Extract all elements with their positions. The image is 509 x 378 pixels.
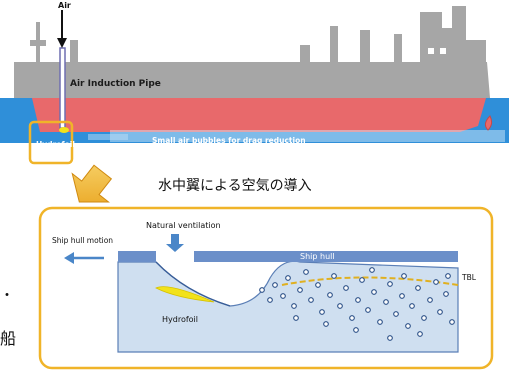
hull-right-block	[194, 251, 458, 262]
side-ship-char: 船	[0, 329, 16, 348]
motion-arrow-head	[64, 252, 74, 264]
detail-panel: Natural ventilation Ship hull motion Shi…	[38, 206, 494, 370]
side-dot: ・	[0, 288, 14, 304]
tbl-label: TBL	[461, 273, 477, 282]
air-arrow-head	[57, 38, 67, 48]
ship-upper-hull	[14, 62, 490, 98]
air-label: Air	[58, 1, 71, 10]
bubble-stream	[88, 130, 505, 142]
caption: 水中翼による空気の導入	[158, 178, 312, 194]
hydrofoil-small	[59, 127, 69, 133]
ventilation-label: Natural ventilation	[146, 221, 221, 230]
hull-left-block	[118, 251, 156, 262]
propeller-icon	[484, 115, 493, 131]
hull-label: Ship hull	[300, 252, 335, 261]
hull-profile-curve	[155, 261, 231, 307]
detail-bubbles	[259, 267, 455, 341]
air-induction-pipe	[59, 47, 66, 129]
ship-lower-hull	[32, 98, 486, 132]
detail-water	[117, 260, 459, 353]
motion-label: Ship hull motion	[52, 236, 113, 245]
bubbles-label: Small air bubbles for drag reduction	[152, 136, 306, 145]
ventilation-arrow	[166, 234, 184, 252]
hydrofoil-shape	[155, 286, 215, 303]
ship-superstructure	[30, 6, 486, 67]
pipe-label: Air Induction Pipe	[70, 79, 161, 89]
hydrofoil-label-detail: Hydrofoil	[162, 315, 198, 324]
hydrofoil-highlight-box	[28, 120, 74, 165]
ship-illustration: Air Air Induction Pipe Hydrofoil Small a…	[0, 1, 509, 165]
connector-arrow	[71, 164, 113, 203]
hydrofoil-label-top: Hydrofoil	[36, 140, 75, 149]
